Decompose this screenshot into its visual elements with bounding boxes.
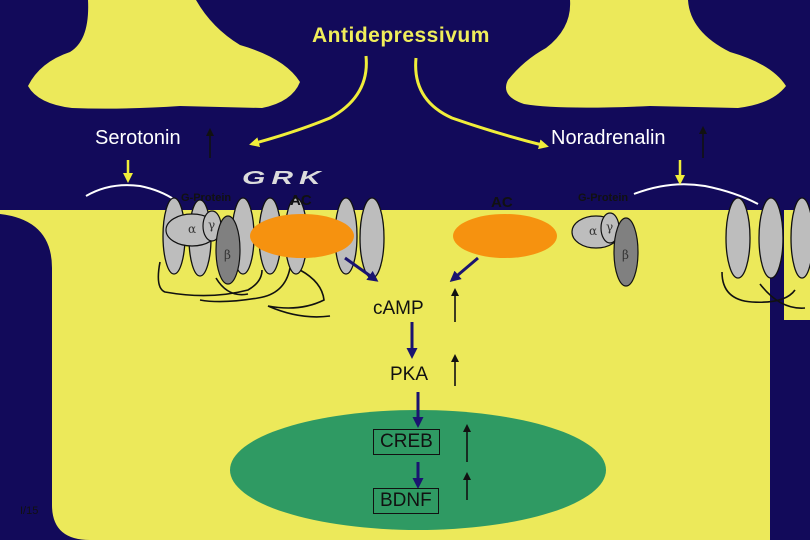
beta-label-right: β [622,248,629,262]
signaling-arrows [344,256,479,489]
receptor-loops-right [721,271,806,309]
ac-label-left: AC [290,192,312,209]
creb-label: CREB [373,429,440,455]
presynaptic-terminal-left [28,0,300,109]
receptor-helices-right [725,197,810,279]
gamma-label-right: γ [606,220,614,234]
increase-arrows [206,126,707,500]
ac-left-to-camp-arrow [344,256,379,282]
alpha-label-left: α [188,222,197,236]
slide-number: I/15 [20,505,39,517]
noradrenalin-label: Noradrenalin [551,127,666,149]
ac-right-to-camp-arrow [449,256,479,282]
adenylate-cyclase-right [453,214,557,258]
drug-arrow-right [414,57,549,150]
adenylate-cyclase-left [250,214,354,258]
camp-label: cAMP [373,298,424,319]
presynaptic-terminal-right [506,0,786,108]
gamma-label-left: γ [208,218,216,232]
drug-arrow-left [249,55,368,147]
bdnf-label: BDNF [373,488,439,514]
beta-label-left: β [224,248,231,262]
membrane-line-right [633,183,759,205]
serotonin-label: Serotonin [95,127,181,149]
g-beta-subunit-left [215,215,241,285]
g-beta-subunit-right [613,217,639,287]
grk-label: GRK [242,168,327,189]
membrane-line-left [85,184,176,201]
g-protein-label-left: G-Protein [181,192,232,204]
title-label: Antidepressivum [312,24,490,47]
receptor-loops-left [157,261,331,318]
alpha-label-right: α [589,224,598,238]
g-protein-label-right: G-Protein [578,192,629,204]
ac-label-right: AC [491,194,513,211]
pka-label: PKA [390,364,429,385]
